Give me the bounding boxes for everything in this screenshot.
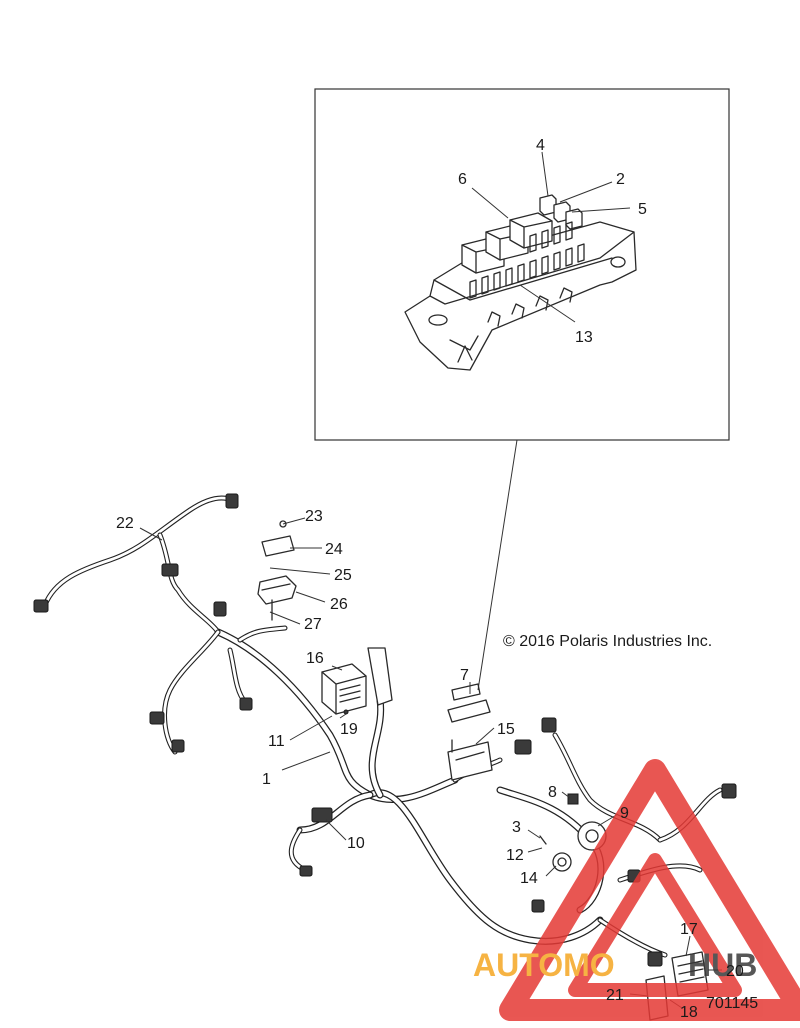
figure-number: 701145 [706,995,758,1012]
fuse-box [447,683,493,781]
watermark-brand-left: AUTOMO [473,947,615,983]
main-wiring-harness [42,495,723,958]
callout-20: 20 [726,963,744,980]
leaders [139,517,722,1009]
connectors [33,493,737,967]
callout-1: 1 [262,771,271,788]
callout-8: 8 [548,784,557,801]
grommets [552,793,607,872]
callout-16: 16 [306,650,324,667]
callout-22: 22 [116,515,134,532]
callout-9: 9 [620,805,629,822]
callout-14: 14 [520,870,538,887]
callout-2: 2 [616,171,625,188]
callout-15: 15 [497,721,515,738]
callout-24: 24 [325,541,343,558]
callout-27: 27 [304,616,322,633]
relay-bracket [257,520,297,605]
fuse-relay-box-detail [404,194,637,371]
callout-26: 26 [330,596,348,613]
leader-4 [541,151,549,197]
callout-6: 6 [458,171,467,188]
detail-inset-frame [314,88,730,441]
callout-7: 7 [460,667,469,684]
leader-5 [571,207,631,213]
callout-11: 11 [268,733,285,750]
callout-19: 19 [340,721,358,738]
callout-12: 12 [506,847,524,864]
callout-labels: 4 6 2 5 13 22 23 24 25 26 27 16 7 11 19 … [116,137,744,1021]
callout-17: 17 [680,921,698,938]
leader-2 [559,181,613,203]
callout-23: 23 [305,508,323,525]
callout-25: 25 [334,567,352,584]
fuse-rows [469,221,585,299]
watermark-logo: AUTOMO HUB [473,759,800,1021]
callout-13: 13 [575,329,593,346]
callout-10: 10 [347,835,365,852]
watermark-brand-right: HUB [688,947,757,983]
leader-13 [519,284,576,323]
inset-leader-line [477,439,518,691]
callout-5: 5 [638,201,647,218]
ecu-module [321,647,393,715]
callout-3: 3 [512,819,521,836]
copyright-text: © 2016 Polaris Industries Inc. [503,633,712,650]
callout-21: 21 [606,987,624,1004]
callout-18: 18 [680,1004,698,1021]
callout-4: 4 [536,137,545,154]
leader-6 [471,187,509,219]
